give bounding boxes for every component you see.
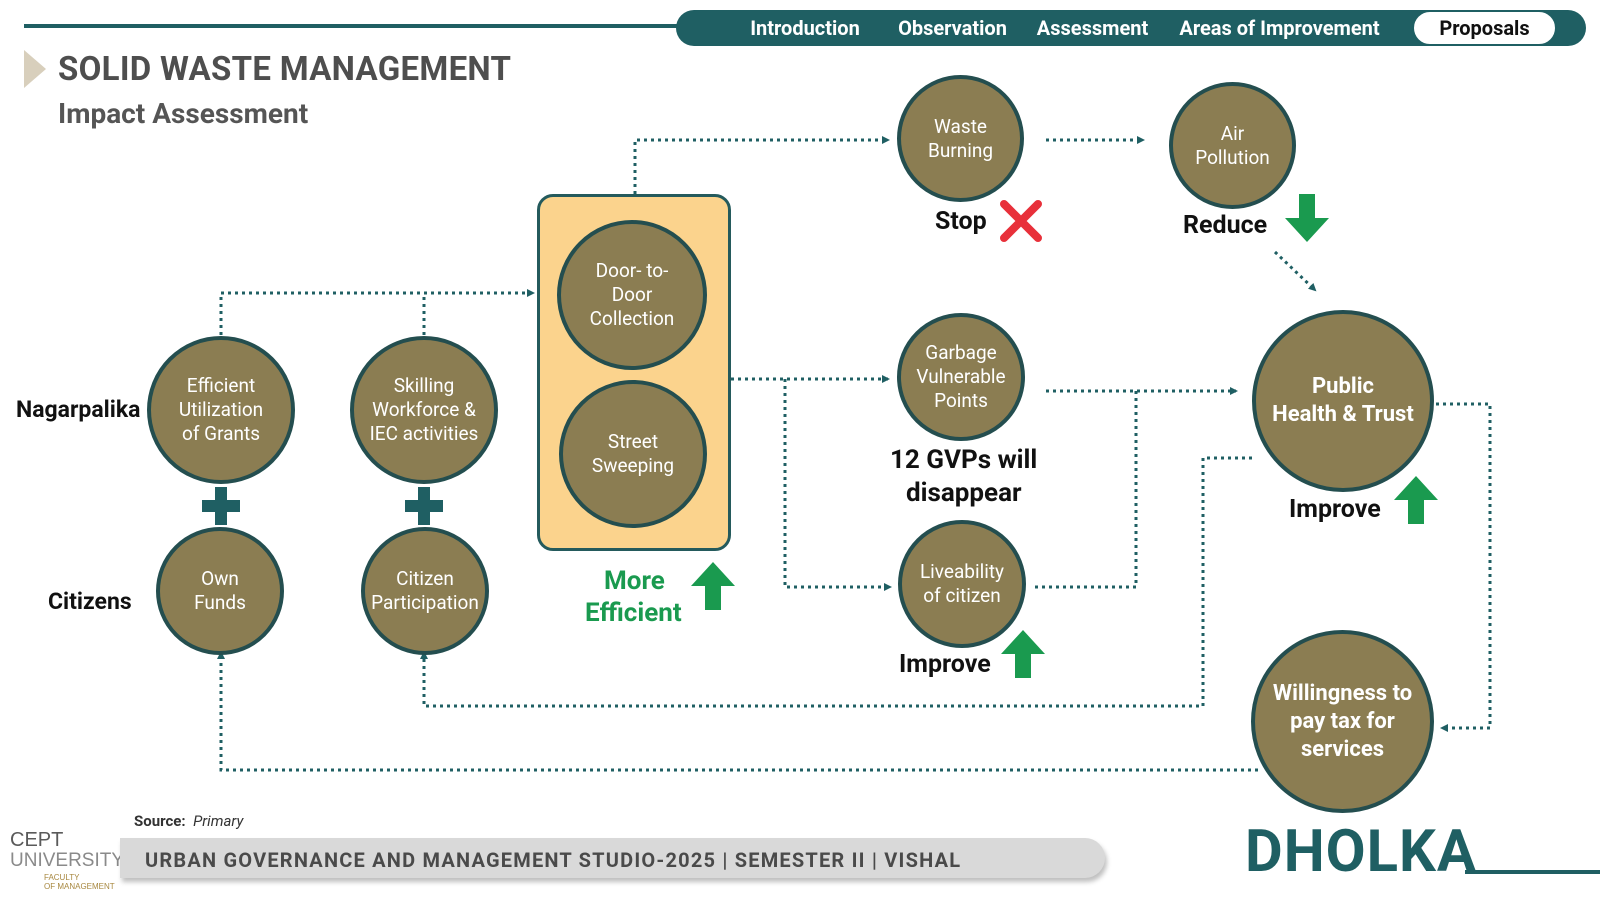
nav-assessment[interactable]: Assessment xyxy=(1036,16,1149,40)
nav-proposals[interactable]: Proposals xyxy=(1412,10,1557,46)
svg-text:OF MANAGEMENT: OF MANAGEMENT xyxy=(44,882,115,891)
nav-introduction[interactable]: Introduction xyxy=(750,16,860,40)
label-improve-liveability: Improve xyxy=(899,650,991,679)
up-arrow-icon xyxy=(1394,476,1438,524)
down-arrow-icon xyxy=(1285,194,1329,242)
title-chevron-icon xyxy=(24,50,46,88)
node-skilling-workforce: Skilling Workforce & IEC activities xyxy=(350,336,498,484)
svg-text:UNIVERSITY: UNIVERSITY xyxy=(10,850,120,871)
connector-health-to-willingness xyxy=(1436,402,1492,732)
node-waste-burning: Waste Burning xyxy=(897,75,1024,202)
up-arrow-icon xyxy=(691,562,735,610)
row-label-nagarpalika: Nagarpalika xyxy=(16,396,141,423)
row-label-citizens: Citizens xyxy=(48,588,132,615)
cross-icon xyxy=(1000,200,1042,242)
connector-grants-to-panel xyxy=(219,289,535,335)
node-door-to-door: Door- to- Door Collection xyxy=(557,220,707,370)
connector-air-to-health xyxy=(1273,250,1317,292)
node-garbage-vulnerable-points: Garbage Vulnerable Points xyxy=(897,313,1025,441)
city-underline xyxy=(1465,870,1600,874)
connector-panel-to-liveability xyxy=(783,379,892,591)
label-gvps-disappear-line2: disappear xyxy=(906,478,1022,508)
cept-university-logo: CEPT UNIVERSITY FACULTY OF MANAGEMENT xyxy=(10,829,120,891)
up-arrow-icon xyxy=(1001,630,1045,678)
node-liveability: Liveability of citizen xyxy=(898,520,1026,648)
node-public-health-trust: Public Health & Trust xyxy=(1252,310,1434,492)
city-name: DHOLKA xyxy=(1245,818,1477,886)
node-air-pollution: Air Pollution xyxy=(1169,82,1296,209)
nav-observation[interactable]: Observation xyxy=(898,16,1007,40)
label-stop: Stop xyxy=(935,207,987,236)
plus-icon xyxy=(202,487,240,525)
node-efficient-grants: Efficient Utilization of Grants xyxy=(147,336,295,484)
header-rule xyxy=(24,24,684,28)
svg-text:FACULTY: FACULTY xyxy=(44,873,80,882)
label-reduce: Reduce xyxy=(1183,211,1268,240)
connector-panel-to-burning xyxy=(633,136,890,194)
source-note: Source: Primary xyxy=(134,812,244,830)
label-improve-health: Improve xyxy=(1289,495,1381,524)
connector-willingness-to-own-funds xyxy=(217,651,1258,772)
page-title: SOLID WASTE MANAGEMENT xyxy=(58,50,512,89)
connector-liveability-to-health xyxy=(1035,391,1138,589)
label-gvps-disappear-line1: 12 GVPs will xyxy=(890,445,1038,475)
label-more: More xyxy=(604,566,665,596)
svg-text:CEPT: CEPT xyxy=(10,829,63,851)
node-own-funds: Own Funds xyxy=(156,527,284,655)
node-citizen-participation: Citizen Participation xyxy=(361,527,489,655)
node-willingness-to-pay: Willingness to pay tax for services xyxy=(1251,630,1434,813)
label-efficient: Efficient xyxy=(585,598,682,628)
connector-health-to-participation xyxy=(420,456,1252,708)
page-subtitle: Impact Assessment xyxy=(58,97,309,130)
nav-areas-of-improvement[interactable]: Areas of Improvement xyxy=(1179,16,1380,40)
footer-bar xyxy=(120,838,1105,878)
plus-icon xyxy=(405,487,443,525)
node-street-sweeping: Street Sweeping xyxy=(559,380,707,528)
footer-studio-text: URBAN GOVERNANCE AND MANAGEMENT STUDIO-2… xyxy=(145,848,962,872)
